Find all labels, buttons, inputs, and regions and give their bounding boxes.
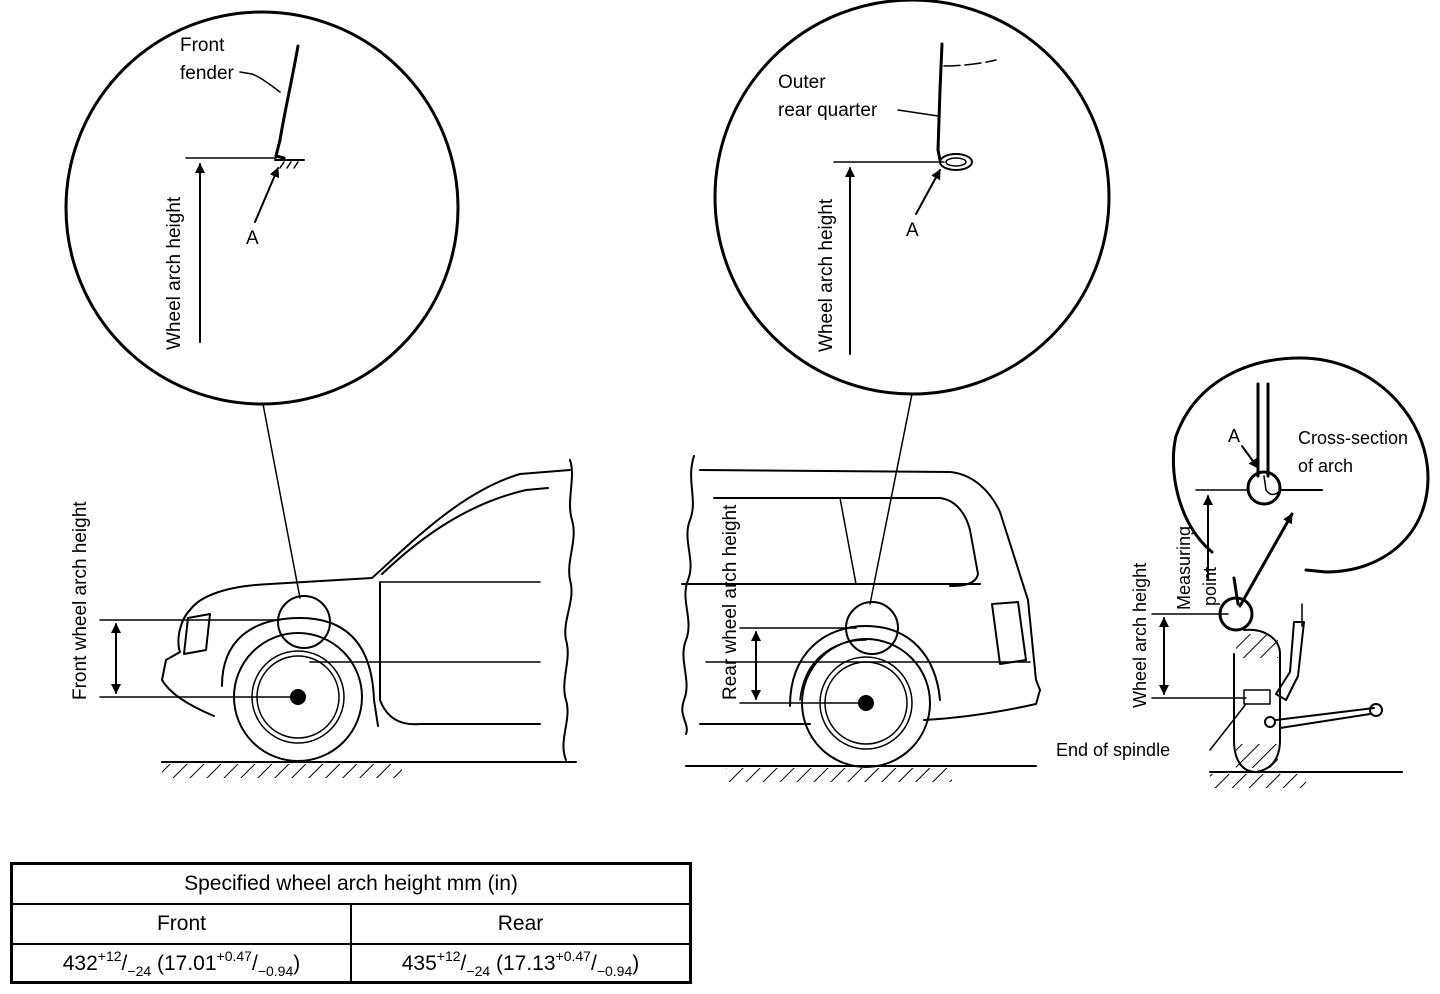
outer-rear-quarter-label-2: rear quarter bbox=[778, 100, 878, 121]
cross-section-label-2: of arch bbox=[1298, 456, 1353, 476]
point-a-label-front: A bbox=[246, 228, 259, 249]
table-title: Specified wheel arch height mm (in) bbox=[10, 862, 692, 905]
cross-section-detail: A Cross-section of arch Measuring point … bbox=[1056, 356, 1430, 788]
front-car-view: Front wheel arch height bbox=[70, 403, 577, 778]
rear-base: 435 bbox=[401, 951, 437, 975]
measuring-point-label-1: Measuring bbox=[1174, 526, 1194, 610]
rear-car-view: Rear wheel arch height bbox=[681, 393, 1041, 782]
rear-detail-callout: Outer rear quarter A Wheel arch height bbox=[713, 0, 1111, 396]
front-fender-label-1: Front bbox=[180, 35, 225, 56]
front-in-down: −0.94 bbox=[257, 962, 294, 979]
front-tol-up: +12 bbox=[97, 947, 122, 964]
rear-tol-up: +12 bbox=[436, 947, 461, 964]
front-detail-callout: Front fender A Wheel arch height bbox=[64, 10, 460, 406]
rear-wheel-arch-height-label: Rear wheel arch height bbox=[720, 504, 741, 700]
rear-in-base: 17.13 bbox=[502, 951, 556, 975]
wheel-arch-height-label-front: Wheel arch height bbox=[164, 196, 185, 350]
wheel-arch-height-label-cross: Wheel arch height bbox=[1130, 563, 1150, 708]
point-a-label-rear: A bbox=[906, 220, 919, 241]
end-of-spindle-label: End of spindle bbox=[1056, 740, 1170, 760]
rear-in-down: −0.94 bbox=[596, 962, 633, 979]
front-wheel-arch-height-label: Front wheel arch height bbox=[70, 501, 91, 700]
front-in-base: 17.01 bbox=[163, 951, 217, 975]
front-in-up: +0.47 bbox=[216, 947, 252, 964]
wheel-arch-height-label-rear: Wheel arch height bbox=[816, 198, 837, 352]
point-a-label-cross: A bbox=[1228, 426, 1240, 446]
front-spec-value: 432+12/−24 (17.01+0.47/−0.94) bbox=[10, 943, 352, 984]
rear-in-up: +0.47 bbox=[555, 947, 591, 964]
front-tol-down: −24 bbox=[127, 962, 152, 979]
column-rear: Rear bbox=[350, 903, 692, 945]
rear-tol-down: −24 bbox=[466, 962, 491, 979]
specified-wheel-arch-height-table: Specified wheel arch height mm (in) Fron… bbox=[10, 862, 692, 984]
column-front: Front bbox=[10, 903, 352, 945]
front-base: 432 bbox=[62, 951, 98, 975]
measuring-point-label-2: point bbox=[1200, 567, 1220, 606]
outer-rear-quarter-label-1: Outer bbox=[778, 72, 826, 93]
rear-spec-value: 435+12/−24 (17.13+0.47/−0.94) bbox=[350, 943, 692, 984]
front-fender-label-2: fender bbox=[180, 63, 235, 84]
cross-section-label-1: Cross-section bbox=[1298, 428, 1408, 448]
